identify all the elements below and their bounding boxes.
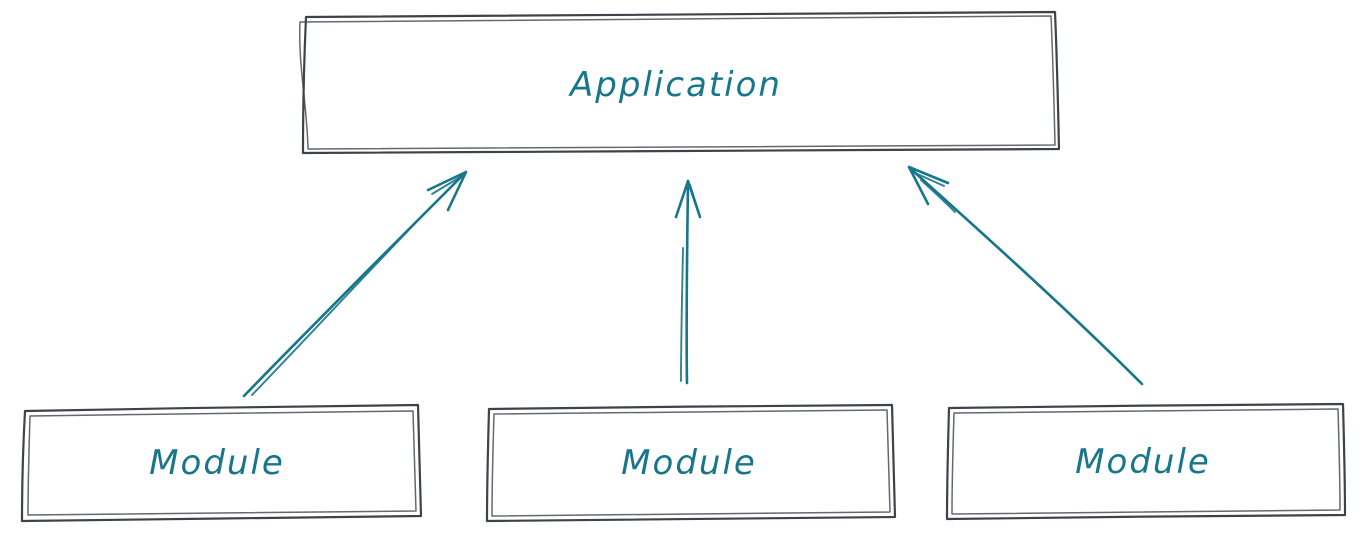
arrow-left-shaft <box>242 174 464 398</box>
application-box-outline <box>301 10 1061 155</box>
arrow-left-head-sketch <box>431 175 463 195</box>
arrow-center-shaft-sketch <box>680 247 684 382</box>
arrow-module-left-to-application <box>242 170 468 398</box>
arrow-left-head <box>426 170 468 212</box>
arrow-center-shaft <box>685 180 690 385</box>
module-left-label: Module <box>149 443 285 483</box>
application-box <box>298 10 1061 155</box>
arrow-right-shaft-sketch <box>920 179 956 213</box>
module-right-box-outline <box>945 402 1347 521</box>
arrow-right-head-sketch <box>912 171 945 187</box>
module-left-box <box>20 403 423 523</box>
module-left-box-outline <box>20 403 423 523</box>
application-label: Application <box>570 65 782 105</box>
arrow-left-shaft-sketch <box>251 209 429 396</box>
application-box-outline-sketch <box>298 15 1056 150</box>
arrow-center-head-sketch <box>689 184 700 214</box>
arrow-module-center-to-application <box>674 179 702 385</box>
module-left-box-outline-sketch <box>27 410 417 516</box>
module-right-label: Module <box>1075 442 1211 482</box>
module-center-box <box>485 403 897 523</box>
arrow-right-head <box>907 165 950 206</box>
arrow-right-shaft <box>910 168 1144 386</box>
arrow-module-right-to-application <box>907 165 1144 386</box>
module-center-box-outline <box>485 403 897 523</box>
module-center-label: Module <box>621 443 757 483</box>
module-right-box-outline-sketch <box>951 408 1341 515</box>
module-center-box-outline-sketch <box>491 409 891 517</box>
module-right-box <box>945 402 1347 521</box>
